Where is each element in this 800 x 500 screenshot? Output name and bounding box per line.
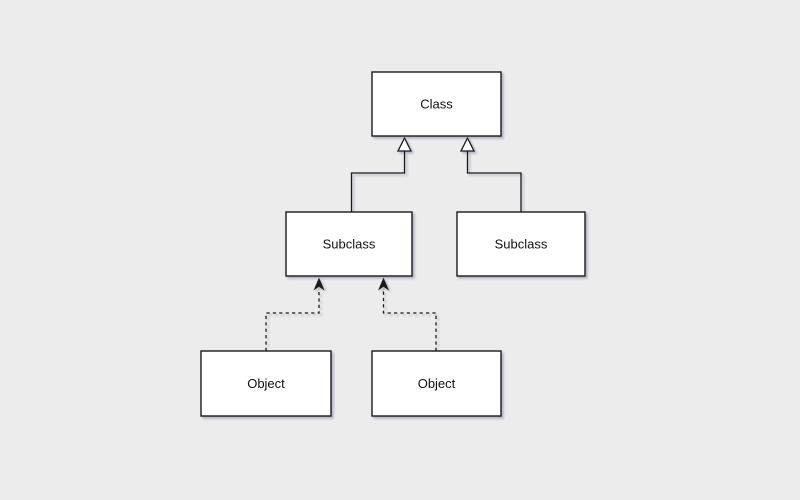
filled-arrowhead-icon — [378, 277, 389, 291]
edge-object-left-to-subclass-left[interactable] — [265, 277, 325, 352]
object-left-box[interactable] — [200, 350, 332, 417]
edge-line[interactable] — [265, 290, 320, 351]
edge-object-right-to-subclass-left[interactable] — [378, 277, 437, 352]
node-object-right[interactable]: Object — [371, 350, 502, 417]
node-object-left[interactable]: Object — [200, 350, 332, 417]
class-label: Class — [420, 97, 453, 112]
object-right-label: Object — [418, 376, 456, 391]
filled-arrowhead-icon — [313, 277, 325, 291]
hollow-triangle-arrowhead-icon — [396, 136, 413, 152]
edge-line[interactable] — [382, 290, 437, 351]
edge-line[interactable] — [466, 151, 522, 212]
node-subclass-right[interactable]: Subclass — [456, 211, 586, 277]
node-class[interactable]: Class — [371, 71, 502, 137]
edge-subclass-left-to-class[interactable] — [350, 136, 413, 212]
hollow-triangle-arrowhead-icon — [459, 136, 476, 152]
node-subclass-left[interactable]: Subclass — [285, 211, 413, 277]
edge-subclass-right-to-class[interactable] — [459, 136, 522, 212]
subclass-left-label: Subclass — [323, 237, 376, 252]
object-left-label: Object — [247, 376, 285, 391]
class-box[interactable] — [371, 71, 502, 137]
edge-line[interactable] — [350, 151, 406, 212]
subclass-left-box[interactable] — [285, 211, 413, 277]
object-right-box[interactable] — [371, 350, 502, 417]
subclass-right-label: Subclass — [495, 237, 548, 252]
subclass-right-box[interactable] — [456, 211, 586, 277]
